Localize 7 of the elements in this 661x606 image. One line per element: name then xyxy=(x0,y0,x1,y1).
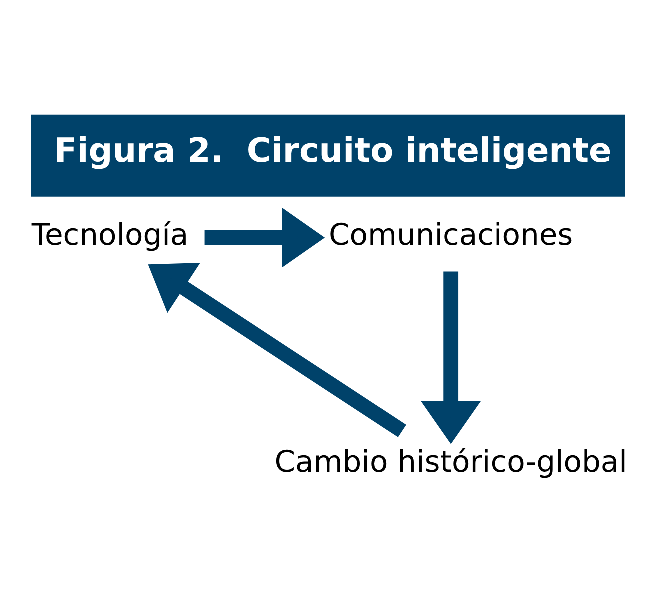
node-text: Cambio histórico-global xyxy=(274,445,628,480)
arrow xyxy=(148,263,406,438)
diagram-title: Figura 2. Circuito inteligente xyxy=(54,131,612,170)
arrow xyxy=(204,208,326,268)
arrow xyxy=(421,272,482,444)
node-text: Tecnología xyxy=(32,218,189,253)
node-text: Comunicaciones xyxy=(328,218,574,253)
